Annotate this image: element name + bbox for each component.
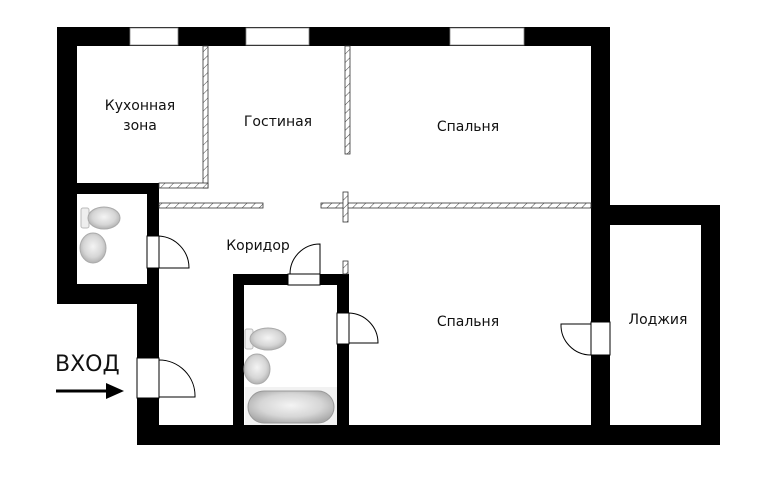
sink-icon xyxy=(79,232,107,264)
kitchen-label-line1: Кухонная xyxy=(104,98,176,114)
room-label-loggia: Лоджия xyxy=(628,312,688,328)
entry-label: ВХОД xyxy=(55,352,120,377)
wc-fixtures xyxy=(79,206,121,264)
partition-cross-vertical xyxy=(342,191,349,223)
room-label-kitchen: Кухонная зона xyxy=(100,96,180,136)
partition-stub xyxy=(342,260,349,275)
partitions xyxy=(158,45,592,275)
window-living xyxy=(245,27,310,46)
partition-kitchen-bottom xyxy=(158,182,209,189)
right-arrow-icon xyxy=(56,383,124,399)
partition-bedrooms xyxy=(320,202,592,209)
room-label-corridor: Коридор xyxy=(226,238,290,254)
sink-icon xyxy=(243,353,271,385)
bathroom-fixtures xyxy=(243,327,337,425)
window-kitchen xyxy=(129,27,179,46)
partition-kitchen-right xyxy=(202,45,209,189)
bathtub-icon xyxy=(245,387,337,425)
partition-living-bedroom xyxy=(344,45,351,155)
room-label-bedroom-2: Спальня xyxy=(436,314,500,330)
windows xyxy=(129,27,525,46)
room-label-bedroom-1: Спальня xyxy=(436,119,500,135)
window-bedroom xyxy=(449,27,525,46)
room-label-living: Гостиная xyxy=(243,114,313,130)
toilet-icon xyxy=(80,206,121,230)
partition-living-corridor xyxy=(158,202,264,209)
toilet-icon xyxy=(244,327,287,351)
doors xyxy=(136,235,611,399)
kitchen-label-line2: зона xyxy=(123,118,157,134)
